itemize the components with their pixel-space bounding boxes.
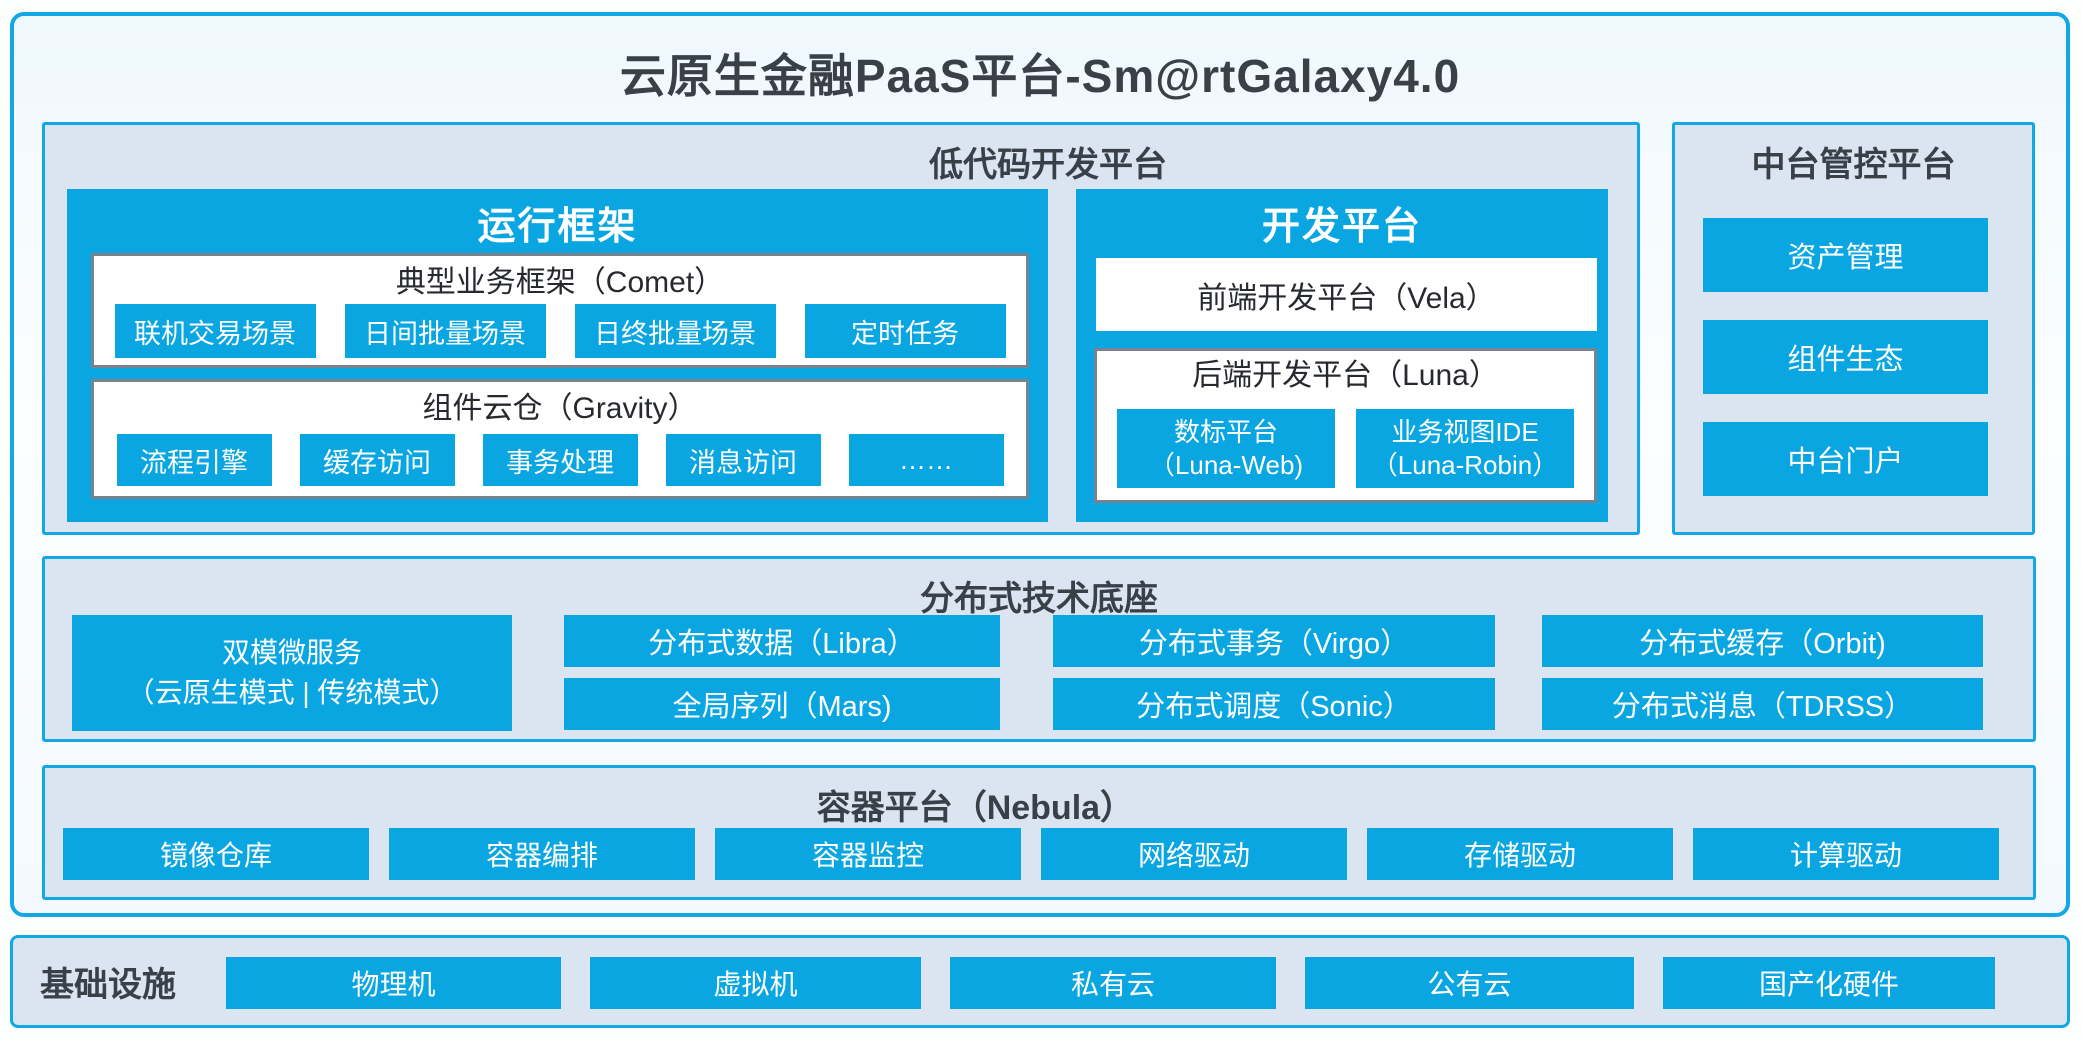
main-frame: 云原生金融PaaS平台-Sm@rtGalaxy4.0 低代码开发平台 运行框架 … — [10, 12, 2070, 917]
distributed-title: 分布式技术底座 — [920, 580, 1158, 618]
infrastructure-item-row: 物理机 虚拟机 私有云 公有云 国产化硬件 — [226, 957, 1995, 1009]
infrastructure-item: 私有云 — [950, 957, 1276, 1009]
luna-title: 后端开发平台（Luna） — [1192, 359, 1499, 392]
dual-mode-box: 双模微服务 （云原生模式 | 传统模式） — [72, 615, 512, 731]
nebula-item-row: 镜像仓库 容器编排 容器监控 网络驱动 存储驱动 计算驱动 — [63, 828, 1999, 880]
dev-platform-section: 开发平台 前端开发平台（Vela） 后端开发平台（Luna） 数标平台 （Lun… — [1076, 189, 1608, 522]
luna-web-line1: 数标平台 — [1173, 416, 1278, 447]
mid-console-title: 中台管控平台 — [1751, 146, 1956, 184]
distributed-item: 分布式缓存（Orbit) — [1542, 615, 1983, 667]
nebula-item: 容器编排 — [389, 828, 695, 880]
nebula-title: 容器平台（Nebula） — [816, 789, 1135, 827]
comet-item: 日间批量场景 — [344, 304, 546, 358]
comet-item: 联机交易场景 — [114, 304, 316, 358]
gravity-item: 流程引擎 — [116, 434, 272, 486]
gravity-title: 组件云仓（Gravity） — [422, 392, 698, 425]
mid-console-panel: 中台管控平台 资产管理 组件生态 中台门户 — [1672, 122, 2035, 535]
dual-mode-line2: （云原生模式 | 传统模式） — [126, 677, 458, 708]
luna-box: 后端开发平台（Luna） 数标平台 （Luna-Web) 业务视图IDE （Lu… — [1094, 348, 1597, 503]
comet-title: 典型业务框架（Comet） — [395, 266, 725, 299]
distributed-item: 分布式消息（TDRSS） — [1542, 678, 1983, 730]
nebula-item: 容器监控 — [715, 828, 1021, 880]
nebula-item: 存储驱动 — [1367, 828, 1673, 880]
dev-platform-title: 开发平台 — [1261, 205, 1422, 248]
nebula-item: 网络驱动 — [1041, 828, 1347, 880]
comet-item-row: 联机交易场景 日间批量场景 日终批量场景 定时任务 — [94, 304, 1026, 358]
luna-item-row: 数标平台 （Luna-Web) 业务视图IDE （Luna-Robin） — [1097, 409, 1594, 488]
run-framework-section: 运行框架 典型业务框架（Comet） 联机交易场景 日间批量场景 日终批量场景 … — [67, 189, 1048, 522]
dual-mode-line1: 双模微服务 — [221, 637, 362, 668]
gravity-item: 缓存访问 — [299, 434, 455, 486]
luna-web-line2: （Luna-Web) — [1148, 449, 1304, 480]
distributed-item: 分布式数据（Libra） — [564, 615, 1000, 667]
comet-box: 典型业务框架（Comet） 联机交易场景 日间批量场景 日终批量场景 定时任务 — [91, 253, 1029, 368]
infrastructure-label: 基础设施 — [40, 966, 176, 1004]
luna-web-item: 数标平台 （Luna-Web) — [1117, 409, 1335, 488]
low-code-panel-title: 低代码开发平台 — [928, 146, 1167, 184]
gravity-item-row: 流程引擎 缓存访问 事务处理 消息访问 …… — [94, 434, 1026, 486]
comet-item: 定时任务 — [804, 304, 1006, 358]
infrastructure-bar: 基础设施 物理机 虚拟机 私有云 公有云 国产化硬件 — [10, 935, 2070, 1028]
gravity-item: 消息访问 — [665, 434, 821, 486]
nebula-item: 计算驱动 — [1693, 828, 1999, 880]
infrastructure-item: 国产化硬件 — [1663, 957, 1995, 1009]
luna-robin-line2: （Luna-Robin） — [1371, 449, 1559, 480]
infrastructure-item: 公有云 — [1305, 957, 1634, 1009]
distributed-item: 分布式调度（Sonic） — [1053, 678, 1495, 730]
infrastructure-item: 虚拟机 — [590, 957, 921, 1009]
gravity-item-ellipsis: …… — [848, 434, 1004, 486]
nebula-panel: 容器平台（Nebula） 镜像仓库 容器编排 容器监控 网络驱动 存储驱动 计算… — [42, 765, 2036, 900]
mid-console-item: 资产管理 — [1703, 218, 1988, 292]
luna-robin-item: 业务视图IDE （Luna-Robin） — [1356, 409, 1574, 488]
distributed-item: 全局序列（Mars) — [564, 678, 1000, 730]
comet-item: 日终批量场景 — [574, 304, 776, 358]
gravity-box: 组件云仓（Gravity） 流程引擎 缓存访问 事务处理 消息访问 …… — [91, 379, 1029, 499]
vela-box: 前端开发平台（Vela） — [1096, 258, 1597, 331]
distributed-item: 分布式事务（Virgo） — [1053, 615, 1495, 667]
mid-console-item: 组件生态 — [1703, 320, 1988, 394]
run-framework-title: 运行框架 — [477, 205, 638, 248]
infrastructure-item: 物理机 — [226, 957, 561, 1009]
mid-console-item: 中台门户 — [1703, 422, 1988, 496]
gravity-item: 事务处理 — [482, 434, 638, 486]
page-title: 云原生金融PaaS平台-Sm@rtGalaxy4.0 — [619, 50, 1461, 102]
luna-robin-line1: 业务视图IDE — [1391, 416, 1539, 447]
low-code-panel: 低代码开发平台 运行框架 典型业务框架（Comet） 联机交易场景 日间批量场景… — [42, 122, 1640, 535]
nebula-item: 镜像仓库 — [63, 828, 369, 880]
distributed-panel: 分布式技术底座 双模微服务 （云原生模式 | 传统模式） 分布式数据（Libra… — [42, 556, 2036, 742]
